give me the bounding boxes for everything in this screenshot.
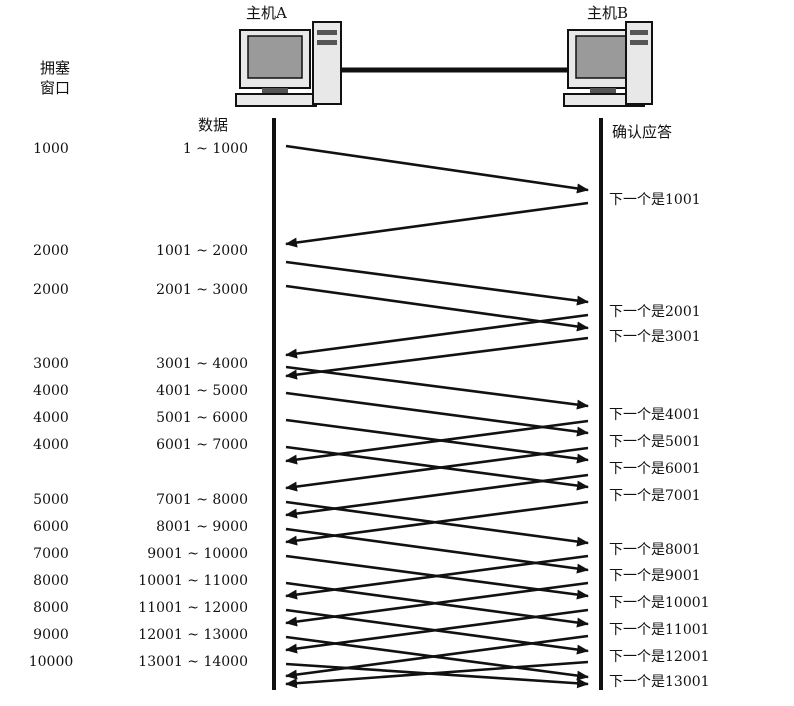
cwnd-value: 7000 <box>33 546 69 562</box>
host-a-computer-icon <box>235 21 342 107</box>
ack-arrow <box>285 634 589 680</box>
cwnd-header-line-1: 拥塞 <box>40 59 71 77</box>
cwnd-value: 9000 <box>33 627 69 643</box>
cwnd-value: 6000 <box>33 519 69 535</box>
ack-label: 下一个是6001 <box>609 461 701 477</box>
ack-arrow <box>285 500 589 546</box>
cwnd-header-line-2: 窗口 <box>40 79 71 97</box>
ack-label: 下一个是8001 <box>609 542 701 558</box>
data-range: 4001 ~ 5000 <box>156 383 248 399</box>
data-range: 8001 ~ 9000 <box>156 519 248 535</box>
ack-label: 下一个是10001 <box>609 595 710 611</box>
data-range: 1 ~ 1000 <box>182 141 248 157</box>
cwnd-value: 2000 <box>33 282 69 298</box>
ack-arrow <box>285 336 589 380</box>
data-range: 2001 ~ 3000 <box>156 282 248 298</box>
cwnd-value: 8000 <box>33 600 69 616</box>
cwnd-value: 2000 <box>33 243 69 259</box>
data-segment-arrow <box>285 144 589 194</box>
data-range: 11001 ~ 12000 <box>138 600 248 616</box>
cwnd-value: 5000 <box>33 492 69 508</box>
data-header: 数据 <box>198 116 229 134</box>
ack-arrow <box>285 201 589 248</box>
message-arrows <box>285 144 589 689</box>
data-range: 7001 ~ 8000 <box>156 492 248 508</box>
ack-arrow <box>285 313 589 359</box>
data-range: 5001 ~ 6000 <box>156 410 248 426</box>
cwnd-value: 4000 <box>33 383 69 399</box>
cwnd-value: 3000 <box>33 356 69 372</box>
ack-label: 下一个是13001 <box>609 674 710 690</box>
ack-label: 下一个是7001 <box>609 488 701 504</box>
data-segment-arrow <box>285 260 589 306</box>
data-range: 6001 ~ 7000 <box>156 437 248 453</box>
data-range: 1001 ~ 2000 <box>156 243 248 259</box>
cwnd-value: 10000 <box>28 654 74 670</box>
ack-arrow <box>285 581 589 627</box>
data-range: 9001 ~ 10000 <box>147 546 248 562</box>
ack-label: 下一个是9001 <box>609 568 701 584</box>
data-range: 10001 ~ 11000 <box>138 573 248 589</box>
ack-label: 下一个是12001 <box>609 649 710 665</box>
ack-header: 确认应答 <box>612 123 673 141</box>
cwnd-value: 8000 <box>33 573 69 589</box>
data-segment-arrow <box>285 365 589 410</box>
ack-label: 下一个是5001 <box>609 434 701 450</box>
ack-arrow <box>285 554 589 600</box>
data-range: 3001 ~ 4000 <box>156 356 248 372</box>
host-a-label: 主机A <box>246 4 287 22</box>
ack-arrow <box>285 419 589 465</box>
ack-arrow <box>285 446 589 492</box>
ack-label: 下一个是1001 <box>609 192 701 208</box>
ack-label: 下一个是4001 <box>609 407 701 423</box>
ack-label: 下一个是2001 <box>609 304 701 320</box>
cwnd-value: 1000 <box>33 141 69 157</box>
data-range: 13001 ~ 14000 <box>138 654 248 670</box>
ack-arrow <box>285 608 589 654</box>
host-b-computer-icon <box>563 21 653 107</box>
data-segment-arrow <box>285 391 589 437</box>
ack-label: 下一个是3001 <box>609 329 701 345</box>
cwnd-value: 4000 <box>33 437 69 453</box>
data-range: 12001 ~ 13000 <box>138 627 248 643</box>
ack-arrow <box>285 660 589 689</box>
host-b-label: 主机B <box>587 4 629 22</box>
cwnd-value: 4000 <box>33 410 69 426</box>
ack-arrow <box>285 473 589 519</box>
ack-label: 下一个是11001 <box>609 622 710 638</box>
